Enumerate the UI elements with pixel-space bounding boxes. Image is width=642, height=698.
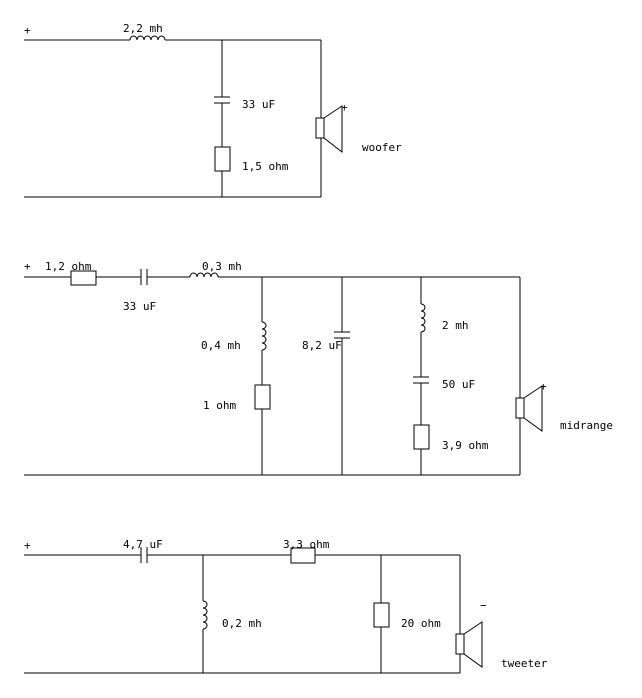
- woofer-speaker-plus: +: [341, 101, 348, 114]
- midrange-speaker-icon: [515, 385, 543, 432]
- tweeter-shunt-resistor: [373, 602, 390, 628]
- woofer-speaker-icon: [315, 105, 343, 154]
- woofer-shunt-resistor: [214, 146, 231, 172]
- midrange-series-capacitor: [140, 269, 148, 285]
- midrange-series-resistor-label: 1,2 ohm: [45, 260, 92, 273]
- midrange-shunt3-capacitor: [413, 376, 429, 384]
- woofer-series-inductor: [129, 35, 166, 41]
- midrange-speaker-label: midrange: [560, 419, 613, 432]
- tweeter-speaker-label: tweeter: [501, 657, 548, 670]
- woofer-inductor-label: 2,2 mh: [123, 22, 163, 35]
- midrange-series-capacitor-label: 33 uF: [123, 300, 156, 313]
- woofer-plus-terminal: +: [24, 24, 31, 37]
- tweeter-speaker-icon: [455, 621, 483, 668]
- midrange-series-inductor-label: 0,3 mh: [202, 260, 242, 273]
- tweeter-shunt-inductor-label: 0,2 mh: [222, 617, 262, 630]
- midrange-plus-terminal: +: [24, 260, 31, 273]
- midrange-speaker-plus: +: [540, 380, 547, 393]
- tweeter-speaker-minus: −: [480, 599, 487, 612]
- midrange-shunt3-inductor-label: 2 mh: [442, 319, 469, 332]
- woofer-circuit: + 2,2 mh 33 uF 1,5 ohm + woofer: [24, 22, 402, 198]
- midrange-shunt1-inductor: [261, 321, 267, 351]
- tweeter-circuit: + 4,7 uF 3,3 ohm 0,2 mh 20 ohm − tweeter: [24, 538, 548, 674]
- woofer-shunt-capacitor: [214, 96, 230, 104]
- midrange-shunt2-capacitor: [334, 331, 350, 339]
- midrange-shunt2-capacitor-label: 8,2 uF: [302, 339, 342, 352]
- midrange-shunt3-inductor: [420, 303, 426, 333]
- midrange-shunt3-capacitor-label: 50 uF: [442, 378, 475, 391]
- tweeter-series-resistor-label: 3,3 ohm: [283, 538, 330, 551]
- woofer-speaker-label: woofer: [362, 141, 402, 154]
- woofer-capacitor-label: 33 uF: [242, 98, 275, 111]
- woofer-resistor-label: 1,5 ohm: [242, 160, 289, 173]
- midrange-shunt1-inductor-label: 0,4 mh: [201, 339, 241, 352]
- midrange-series-resistor: [70, 270, 97, 286]
- tweeter-shunt-resistor-label: 20 ohm: [401, 617, 441, 630]
- tweeter-plus-terminal: +: [24, 539, 31, 552]
- midrange-shunt3-resistor: [413, 424, 430, 450]
- tweeter-series-capacitor-label: 4,7 uF: [123, 538, 163, 551]
- midrange-shunt3-resistor-label: 3,9 ohm: [442, 439, 489, 452]
- tweeter-shunt-inductor: [202, 600, 208, 630]
- midrange-shunt1-resistor-label: 1 ohm: [203, 399, 236, 412]
- midrange-circuit: + 1,2 ohm 33 uF 0,3 mh 0,4 mh 1 ohm 8,2 …: [24, 260, 613, 476]
- midrange-shunt1-resistor: [254, 384, 271, 410]
- midrange-series-inductor: [189, 272, 219, 278]
